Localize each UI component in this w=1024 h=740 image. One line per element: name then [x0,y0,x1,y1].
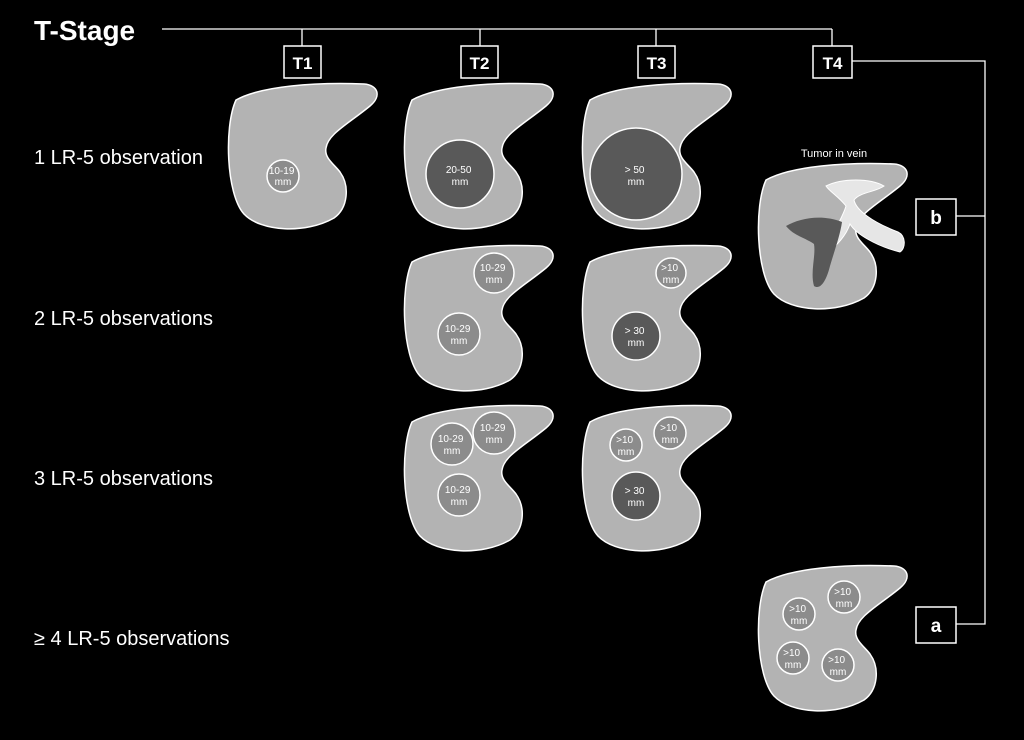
svg-text:> 30 mm: > 30 mm [625,486,648,509]
lesion-t1-r1: 10-19 mm [266,159,300,193]
lesion-t2-r3-left: 10-29 mm [430,422,474,466]
svg-text:>10 mm: >10 mm [660,423,680,446]
lesion-size: > 50 [625,165,645,176]
lesion-t4a-4: >10 mm [821,648,855,682]
lesion-t3-r3-left: >10 mm [609,428,643,462]
lesion-size: > 30 [625,326,645,337]
stage-label: T1 [293,54,313,73]
lesion-unit: mm [444,446,461,457]
stage-box-t1: T1 [283,45,322,79]
lesion-t2-r3-bottom: 10-29 mm [437,473,481,517]
lesion-unit: mm [275,177,292,188]
stage-label: T3 [647,54,667,73]
svg-text:20-50 mm: 20-50 mm [446,165,474,188]
svg-text:10-29 mm: 10-29 mm [445,485,473,508]
lesion-unit: mm [628,338,645,349]
lesion-unit: mm [836,599,853,610]
lesion-size: >10 [661,263,678,274]
lesion-unit: mm [628,177,645,188]
lesion-size: > 30 [625,486,645,497]
lesion-t3-r3-bottom: > 30 mm [611,471,661,521]
row-label-4: ≥ 4 LR-5 observations [34,628,230,650]
stage-label: T4 [823,54,843,73]
lesion-size: 10-29 [438,434,464,445]
page-title: T-Stage [34,15,135,46]
lesion-unit: mm [628,498,645,509]
lesion-size: >10 [660,423,677,434]
svg-text:10-29 mm: 10-29 mm [438,434,466,457]
lesion-size: 10-29 [445,324,471,335]
lesion-size: 10-29 [445,485,471,496]
lesion-t4a-2: >10 mm [827,580,861,614]
lesion-unit: mm [618,447,635,458]
lesion-t2-r1: 20-50 mm [425,139,495,209]
svg-text:>10 mm: >10 mm [616,435,636,458]
lesion-unit: mm [451,497,468,508]
svg-text:10-29 mm: 10-29 mm [445,324,473,347]
svg-text:10-29 mm: 10-29 mm [480,263,508,286]
vein-caption: Tumor in vein [801,148,867,160]
lesion-t4a-1: >10 mm [782,597,816,631]
lesion-t4a-3: >10 mm [776,641,810,675]
lesion-size: 20-50 [446,165,472,176]
row-label-1: 1 LR-5 observation [34,147,203,169]
lesion-unit: mm [451,336,468,347]
lesion-t2-r3-right: 10-29 mm [472,411,516,455]
svg-text:>10 mm: >10 mm [661,263,681,286]
lesion-size: >10 [789,604,806,615]
lesion-size: >10 [828,655,845,666]
t4-box-b: b [915,198,957,236]
svg-text:> 50 mm: > 50 mm [625,165,648,188]
row-label-3: 3 LR-5 observations [34,468,213,490]
lesion-size: 10-29 [480,263,506,274]
svg-text:>10 mm: >10 mm [783,648,803,671]
lesion-t3-r3-right: >10 mm [653,416,687,450]
liver-t1-r1 [227,82,378,230]
stage-box-t4: T4 [812,45,853,79]
svg-text:10-19 mm: 10-19 mm [269,166,297,188]
lesion-unit: mm [452,177,469,188]
row-label-2: 2 LR-5 observations [34,308,213,330]
svg-text:10-29 mm: 10-29 mm [480,423,508,446]
lesion-size: >10 [783,648,800,659]
svg-text:>10 mm: >10 mm [828,655,848,678]
lesion-size: 10-29 [480,423,506,434]
lesion-t2-r2-bottom: 10-29 mm [437,312,481,356]
lesion-unit: mm [791,616,808,627]
stage-label: T2 [470,54,490,73]
lesion-size: >10 [616,435,633,446]
svg-text:> 30 mm: > 30 mm [625,326,648,349]
lesion-t3-r2-top: >10 mm [655,257,687,289]
lesion-unit: mm [785,660,802,671]
lesion-unit: mm [486,275,503,286]
lesion-unit: mm [486,435,503,446]
vein-tumor-illustration: Tumor in vein [786,148,905,288]
t4-label-b: b [930,208,942,229]
lesion-t3-r1: > 50 mm [589,127,683,221]
svg-text:>10 mm: >10 mm [789,604,809,627]
lesion-t2-r2-top: 10-29 mm [473,252,515,294]
lesion-t3-r2-bottom: > 30 mm [611,311,661,361]
lesion-unit: mm [662,435,679,446]
lesion-unit: mm [830,667,847,678]
lesion-size: >10 [834,587,851,598]
stage-connector-lines [162,28,986,625]
stage-box-t3: T3 [637,45,676,79]
t4-label-a: a [931,616,942,637]
t4-box-a: a [915,606,957,644]
lesion-unit: mm [663,275,680,286]
stage-box-t2: T2 [460,45,499,79]
lesion-size: 10-19 [269,166,295,177]
svg-text:>10 mm: >10 mm [834,587,854,610]
